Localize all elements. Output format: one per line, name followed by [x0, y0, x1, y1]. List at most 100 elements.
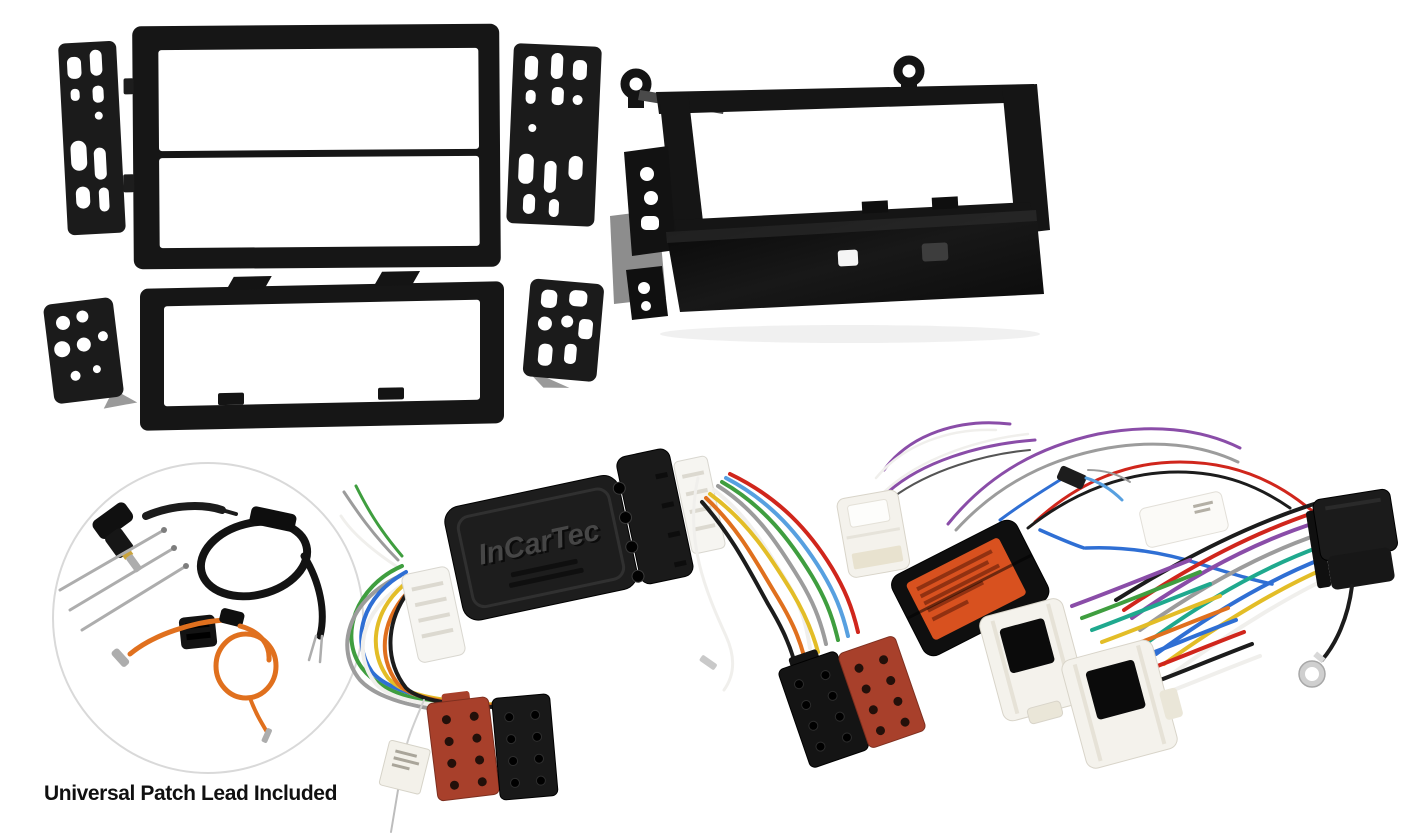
- plug-pin-row: [681, 470, 705, 479]
- plug-pin-row: [693, 523, 716, 532]
- frame-tab: [218, 392, 244, 406]
- wire: [882, 421, 1012, 472]
- incartec-interface: InCarTec InCarTec: [401, 448, 726, 663]
- caption-text: Universal Patch Lead Included: [44, 782, 337, 805]
- wire: [1146, 544, 1324, 644]
- module-emboss: [661, 501, 675, 509]
- frame-opening: [164, 299, 480, 407]
- release-tab: [999, 618, 1055, 674]
- hole: [524, 55, 539, 80]
- hole: [641, 216, 659, 230]
- pin-hole: [841, 732, 852, 743]
- plug-pin-band: [851, 545, 904, 570]
- wire: [1138, 532, 1322, 632]
- hole: [70, 370, 81, 381]
- frame-clip: [226, 276, 272, 291]
- wire: [1084, 476, 1124, 502]
- pin-hole: [447, 758, 457, 768]
- emboss-line: [510, 558, 578, 578]
- double-din-frame: [123, 23, 501, 270]
- iso-connector-black: [491, 693, 559, 801]
- pin-hole: [530, 709, 541, 720]
- pin-hole: [535, 775, 546, 786]
- wire: [704, 496, 806, 658]
- hole: [563, 343, 577, 364]
- label-text-line: [1194, 507, 1211, 514]
- ground-crimp: [1313, 651, 1326, 664]
- hole: [572, 59, 588, 81]
- stripped-wire: [318, 634, 324, 664]
- flag-wire-tail: [390, 789, 399, 833]
- pin-hole: [475, 755, 485, 765]
- shadow: [660, 325, 1040, 343]
- pin-hole: [827, 690, 838, 701]
- pin-hole: [532, 731, 543, 742]
- orange-lead: [127, 617, 227, 657]
- hole: [644, 191, 658, 205]
- loop-tail: [300, 552, 326, 640]
- middle-harness-fan: [700, 472, 860, 662]
- wire: [342, 490, 400, 562]
- pin-hole: [449, 780, 459, 790]
- crimp-terminal: [699, 655, 717, 670]
- flag-label: [378, 739, 431, 795]
- hook-ring: [893, 55, 925, 87]
- hole: [641, 301, 651, 311]
- connector-tab: [1026, 700, 1064, 725]
- pocket-lip: [666, 210, 1037, 243]
- double-din-bracket-right: [506, 43, 602, 227]
- hole: [569, 290, 588, 307]
- hole: [540, 289, 558, 308]
- pin-hole: [854, 663, 864, 673]
- plug-latch: [847, 498, 891, 528]
- plug-pin-row: [414, 596, 447, 608]
- patch-lead-set: [58, 502, 326, 743]
- hole: [543, 160, 557, 193]
- iso-body: [491, 693, 559, 801]
- hole: [522, 193, 536, 214]
- wire: [728, 472, 860, 634]
- hole: [537, 316, 552, 331]
- pin-hole: [886, 676, 896, 686]
- wire: [1087, 469, 1131, 483]
- plug-detail: [1325, 497, 1381, 511]
- hole: [93, 147, 107, 180]
- pin-hole: [815, 741, 826, 752]
- incartec-wire-fan-up: [339, 484, 404, 568]
- orange-lead-terminal: [111, 648, 130, 667]
- hole: [537, 343, 553, 366]
- wiring-harnesses: InCarTec InCarTec: [339, 421, 1398, 833]
- wire: [716, 484, 828, 646]
- wire: [700, 500, 796, 662]
- pin-hole: [834, 711, 845, 722]
- wire: [1162, 566, 1328, 666]
- pin-hole: [469, 711, 479, 721]
- plug-seam: [846, 527, 901, 540]
- module-emboss: [655, 471, 669, 480]
- wire: [1090, 582, 1212, 632]
- mount-pin: [123, 78, 134, 95]
- right-iso-bundle: [1114, 502, 1330, 676]
- wire: [874, 428, 998, 480]
- label-text-line: [1192, 500, 1214, 509]
- plug-step: [1327, 547, 1395, 590]
- pin-hole: [441, 715, 451, 725]
- double-din-bracket-left: [58, 41, 126, 236]
- hole: [92, 85, 104, 103]
- wire: [1038, 528, 1086, 550]
- plug-face: [1305, 509, 1332, 589]
- hole: [70, 88, 80, 101]
- pin-hole: [793, 679, 804, 690]
- top-rail: [656, 84, 1037, 114]
- pocket-clip: [931, 196, 959, 210]
- plug-body: [1056, 465, 1087, 490]
- pin-hole: [801, 699, 812, 710]
- hole: [76, 310, 89, 323]
- hole: [528, 124, 537, 133]
- ring-terminal: [1299, 661, 1325, 687]
- pin-hole: [506, 734, 517, 745]
- pocket-recess: [921, 242, 949, 262]
- wire: [1070, 558, 1192, 608]
- pin-hole: [510, 777, 521, 788]
- label-text-line: [916, 549, 993, 592]
